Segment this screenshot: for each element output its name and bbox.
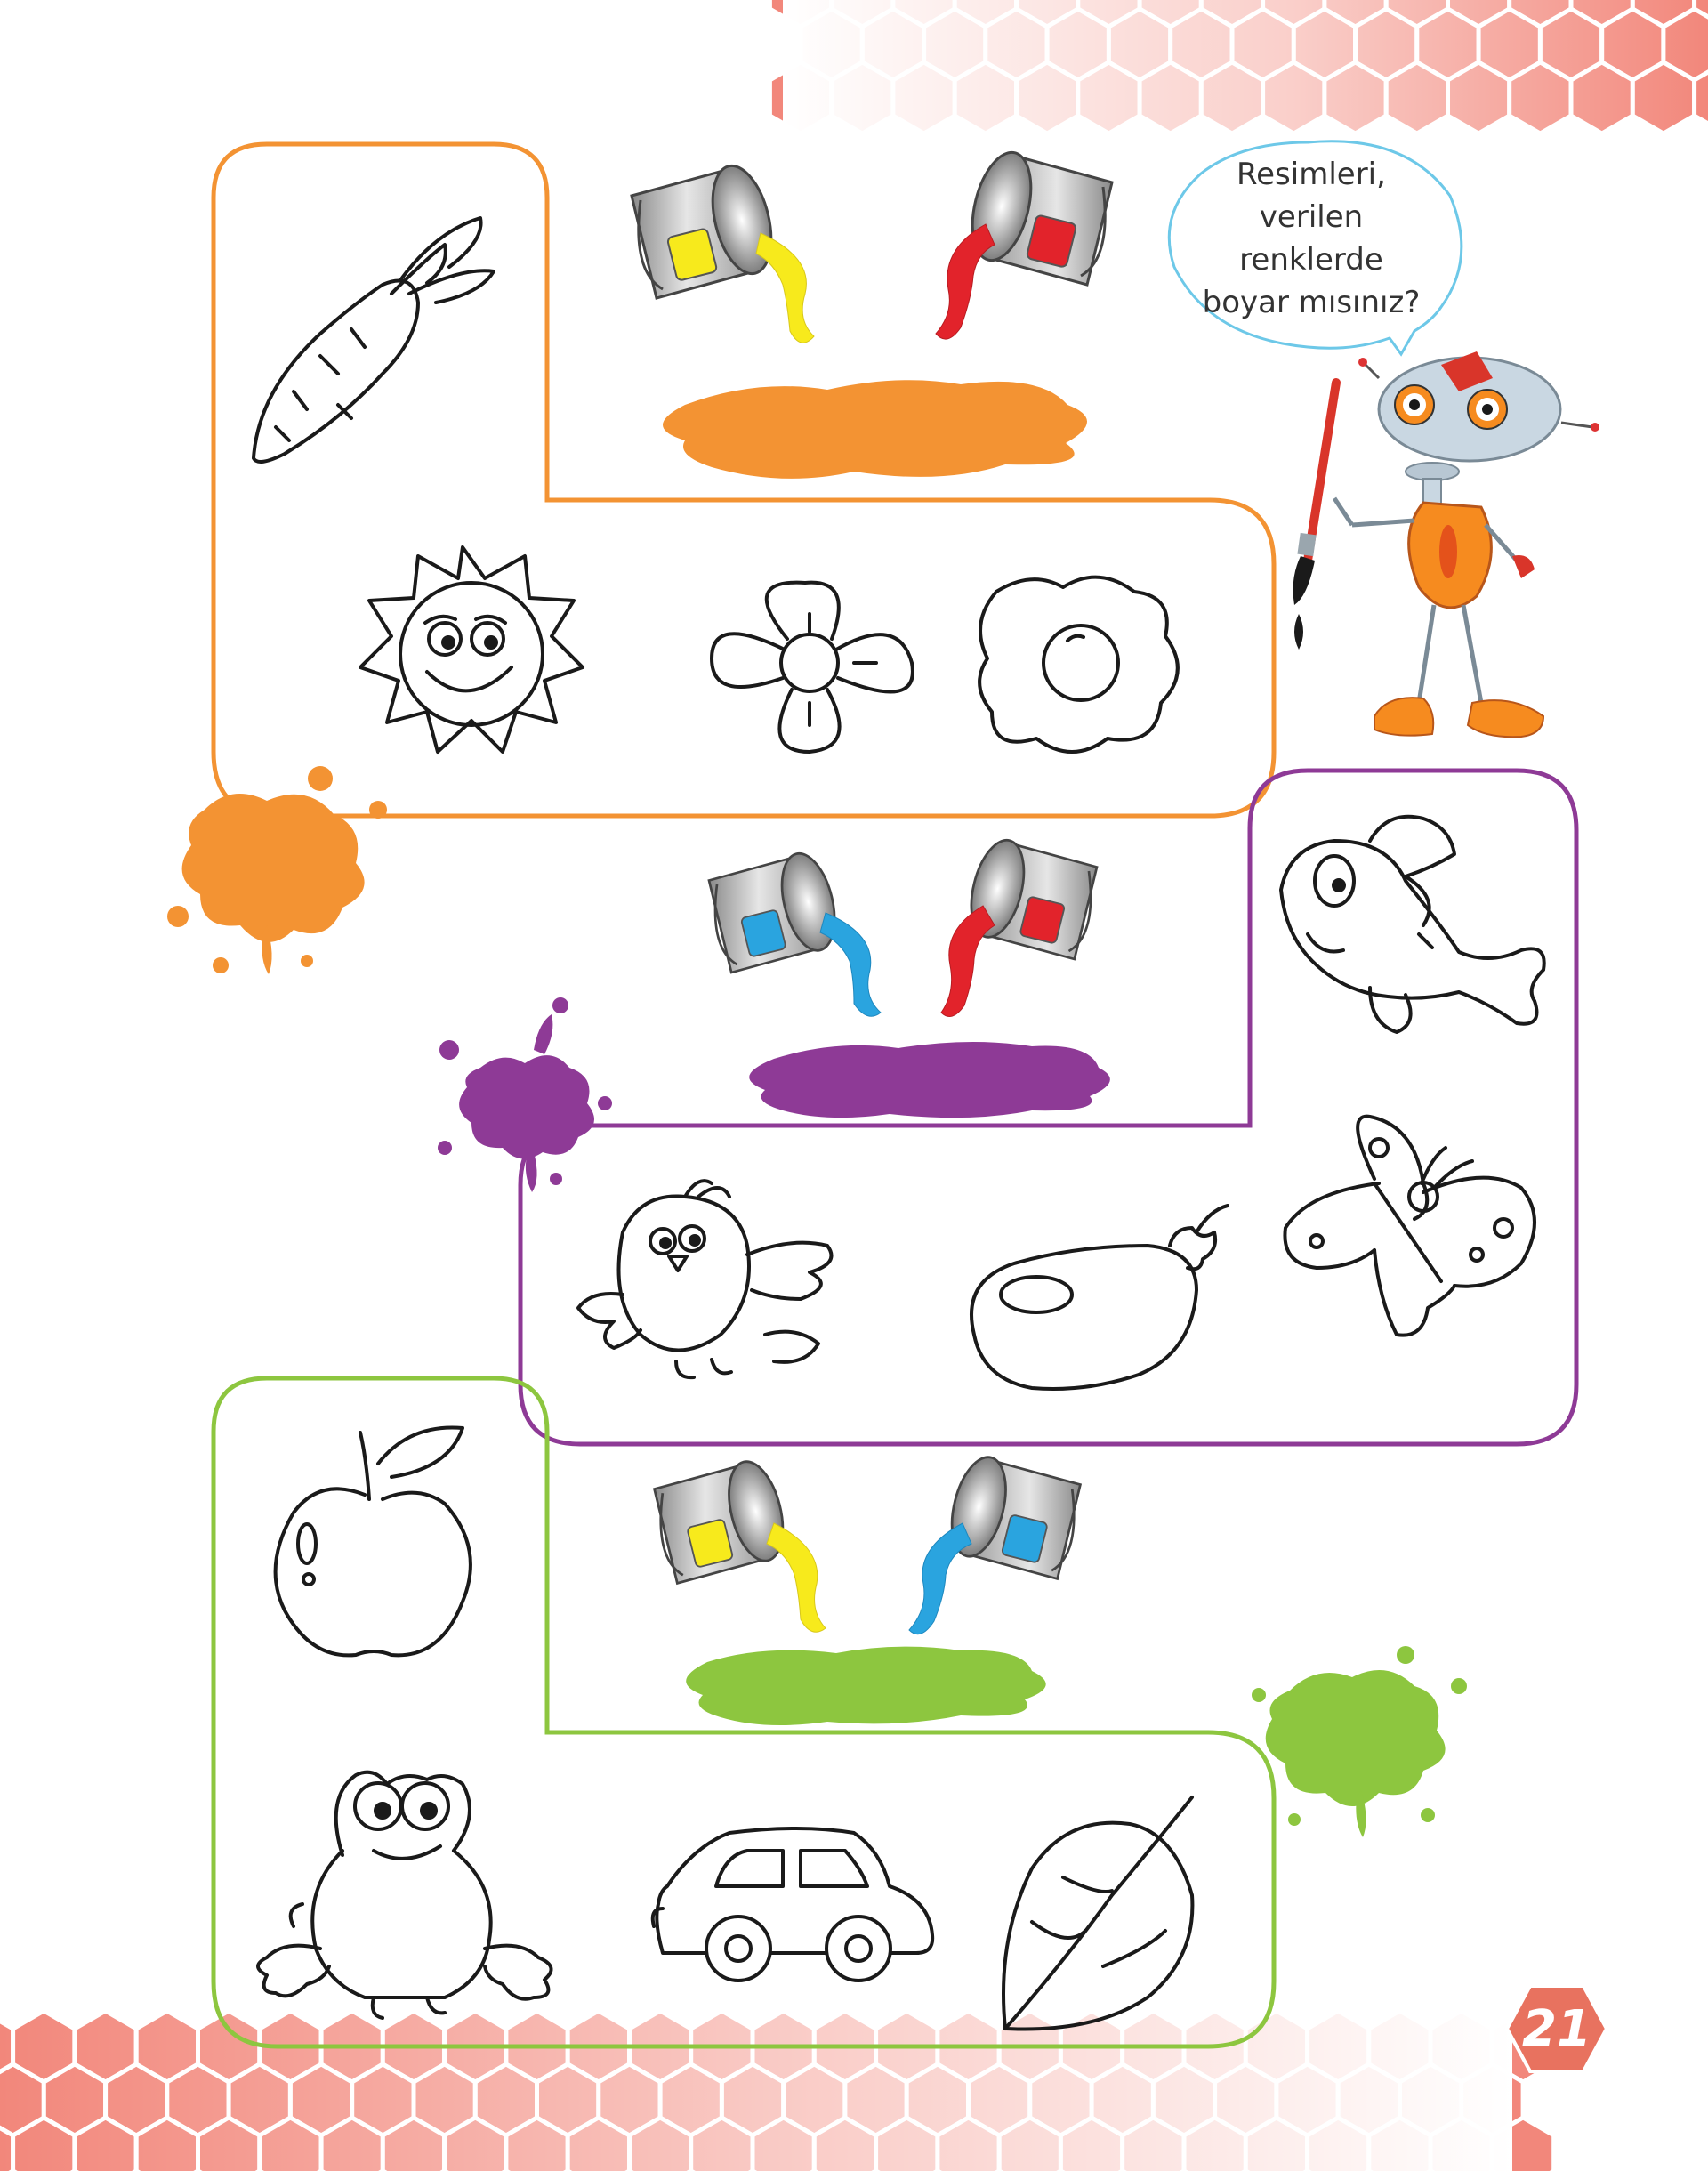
blue-paint-pour-2: [908, 1522, 972, 1635]
blue-paint-bucket: [707, 846, 845, 974]
apple-icon: [273, 1425, 472, 1658]
yellow-paint-bucket: [630, 158, 783, 300]
flower-icon: [710, 580, 914, 754]
speech-line-4: boyar mısınız?: [1202, 285, 1421, 320]
blue-paint-pour: [819, 912, 882, 1017]
orange-frame: [211, 141, 1277, 819]
blue-paint-bucket-2: [941, 1450, 1082, 1580]
purple-frame: [518, 768, 1579, 1447]
orange-puddle: [663, 380, 1088, 479]
fish-icon: [1279, 814, 1546, 1034]
orange-splash: [167, 766, 387, 974]
page-number: 21: [1522, 1999, 1591, 2058]
speech-line-2: verilen: [1259, 199, 1364, 235]
red-paint-bucket: [961, 145, 1114, 287]
purple-puddle: [749, 1041, 1110, 1118]
fried-egg-icon: [978, 575, 1180, 754]
purple-splash: [438, 997, 612, 1192]
speech-bubble-text: Resimleri, verilen renklerde boyar mısın…: [1172, 153, 1450, 324]
robot-icon: [1293, 351, 1599, 738]
bird-icon: [576, 1179, 834, 1380]
green-splash: [1252, 1646, 1467, 1837]
green-frame: [211, 1376, 1277, 2049]
car-icon: [650, 1827, 935, 1982]
red-paint-pour-2: [940, 905, 995, 1017]
yellow-paint-pour: [755, 232, 815, 343]
red-paint-bucket-2: [961, 833, 1099, 961]
butterfly-icon: [1283, 1114, 1536, 1337]
leaf-icon: [1002, 1796, 1195, 2031]
yellow-paint-bucket-2: [653, 1455, 794, 1585]
speech-bubble: [1167, 140, 1463, 357]
green-puddle: [686, 1646, 1046, 1725]
frog-icon: [256, 1770, 553, 2020]
speech-line-1: Resimleri,: [1237, 157, 1386, 192]
sun-icon: [359, 545, 584, 754]
speech-line-3: renklerde: [1239, 242, 1383, 278]
yellow-paint-pour-2: [766, 1522, 826, 1633]
eggplant-icon: [970, 1204, 1229, 1391]
carrot-icon: [252, 216, 495, 464]
red-paint-pour: [935, 223, 995, 340]
